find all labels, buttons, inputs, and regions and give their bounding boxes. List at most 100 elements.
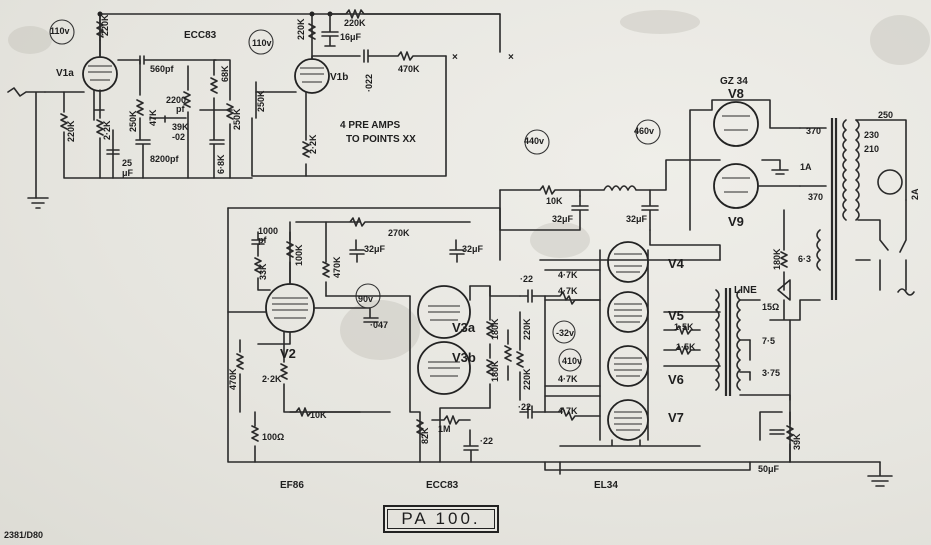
psu-voltage-440: 440v	[524, 136, 544, 146]
feedback-resistor-100: 100Ω	[262, 432, 284, 442]
tone-cap-8200pf: 8200pf	[150, 154, 180, 164]
v3-plate-resistor-b: 180K	[490, 360, 500, 382]
bias-voltage: -32v	[556, 328, 574, 338]
heater-6-3: 6·3	[798, 254, 811, 264]
volume-pot-250k: 250K	[256, 90, 266, 112]
v9-label: V9	[728, 214, 744, 229]
power-transformer	[816, 118, 860, 300]
tap-3-75-ohm: 3·75	[762, 368, 780, 378]
coupling-cap-22-a: ·22	[520, 274, 533, 284]
v1a-cathode-cap-unit: μF	[122, 168, 134, 178]
v1a-plate-resistor: 220K	[100, 14, 110, 36]
power-supply	[499, 99, 915, 321]
v4-label: V4	[668, 256, 685, 271]
output-tube-type: EL34	[594, 480, 618, 491]
tap-15-ohm: 15Ω	[762, 302, 779, 312]
decoupling-cap-16uf: 16μF	[340, 32, 362, 42]
cathode-cap-50uf: 50μF	[758, 464, 780, 474]
el34-v7	[607, 399, 649, 441]
v8-label: V8	[728, 86, 744, 101]
v1b-stage	[248, 9, 501, 177]
v2-screen-cap: ·047	[370, 320, 388, 330]
bias-resistor-39k: 39K	[792, 433, 802, 450]
v6-label: V6	[668, 372, 684, 387]
v7-label: V7	[668, 410, 684, 425]
model-name: PA 100.	[401, 509, 481, 528]
secondary-370: 370	[806, 126, 821, 136]
tone-resistor-68k: 68K	[220, 65, 230, 82]
el34-grid-resistor-c: 4·7K	[558, 374, 578, 384]
v5-label: V5	[668, 308, 684, 323]
v3-plate-resistor-a: 180K	[490, 318, 500, 340]
output-transformer	[715, 288, 791, 401]
v3a-label: V3a	[452, 320, 476, 335]
v1b-cathode-resistor: 2·2K	[308, 134, 318, 154]
mixing-resistor-470k: 470K	[398, 64, 420, 74]
gz34-v9	[713, 163, 759, 209]
primary-250: 250	[878, 110, 893, 120]
v3-stage	[409, 285, 521, 463]
v3-tube-type: ECC83	[426, 480, 459, 491]
drawing-number: 2381/D80	[4, 530, 44, 540]
v3b-label: V3b	[452, 350, 476, 365]
v2-label: V2	[280, 346, 296, 361]
tap-7-5-ohm: 7·5	[762, 336, 775, 346]
v3-decoupling-cap: 32μF	[462, 244, 484, 254]
rectifier-type: GZ 34	[720, 76, 748, 87]
v3-cap-22: ·22	[480, 436, 493, 446]
v1b-plate-resistor: 220K	[296, 18, 306, 40]
screen-resistor-a: 1·5K	[674, 322, 694, 332]
v2-decoupling-cap: 32μF	[364, 244, 386, 254]
coupling-cap-560pf: 560pf	[150, 64, 175, 74]
line-output-label: LINE	[734, 285, 757, 296]
tone-resistor-47k: 47K	[148, 109, 158, 126]
el34-grid-resistor-b: 4·7K	[558, 286, 578, 296]
primary-210: 210	[864, 144, 879, 154]
paper-stains	[8, 10, 930, 360]
gz34-v8	[713, 101, 759, 147]
v2-plate-voltage: 90v	[358, 294, 373, 304]
psu-resistor-10k: 10K	[546, 196, 563, 206]
feedback-resistor-10k: 10K	[310, 410, 327, 420]
v2-screen-resistor: 470K	[332, 256, 342, 278]
v2-resistor-33k: 33K	[258, 263, 268, 280]
v2-cathode-resistor: 2·2K	[262, 374, 282, 384]
v1a-plate-voltage: 110v	[50, 26, 70, 36]
v1-tube-type: ECC83	[184, 30, 217, 41]
v2-grid-resistor: 470K	[228, 368, 238, 390]
v3-resistor-1m: 1M	[438, 424, 451, 434]
coupling-cap-22-b: ·22	[518, 402, 531, 412]
v1a-cathode-resistor: 2·2K	[102, 120, 112, 140]
primary-230: 230	[864, 130, 879, 140]
coupling-cap-022: ·022	[364, 74, 374, 92]
v2-tube-type: EF86	[280, 480, 304, 491]
point-x-2: ×	[508, 52, 514, 63]
tone-cap-pf: pf	[176, 104, 185, 114]
v1a-grid-resistor: 220K	[66, 120, 76, 142]
tone-cap-02: -02	[172, 132, 185, 142]
v1a-stage	[7, 11, 501, 209]
v2-cap-pf: pf	[258, 235, 267, 245]
v1a-cathode-cap: 25	[122, 158, 132, 168]
tone-resistor-6k8: 6·8K	[216, 154, 226, 174]
psu-resistor-180k: 180K	[772, 248, 782, 270]
secondary-370-b: 370	[808, 192, 823, 202]
el34-v6	[607, 345, 649, 387]
v2-cap-1000pf: 1000	[258, 226, 278, 236]
el34-grid-resistor-d: 4·7K	[558, 406, 578, 416]
v2-plate-resistor: 100K	[294, 244, 304, 266]
mains-fuse-2a: 2A	[910, 188, 920, 200]
fuse-1a: 1A	[800, 162, 812, 172]
v1a-label: V1a	[56, 68, 74, 79]
v2-stage	[227, 207, 881, 463]
v1b-plate-voltage: 110v	[252, 38, 272, 48]
preamp-note-line1: 4 PRE AMPS	[340, 120, 401, 131]
output-stage	[504, 241, 893, 487]
bias-resistor-220k-b: 220K	[522, 368, 532, 390]
psu-voltage-460: 460v	[634, 126, 654, 136]
psu-cap-32uf-a: 32μF	[552, 214, 574, 224]
point-x-1: ×	[452, 52, 458, 63]
bias-resistor-220k-a: 220K	[522, 318, 532, 340]
decoupling-resistor-220k: 220K	[344, 18, 366, 28]
